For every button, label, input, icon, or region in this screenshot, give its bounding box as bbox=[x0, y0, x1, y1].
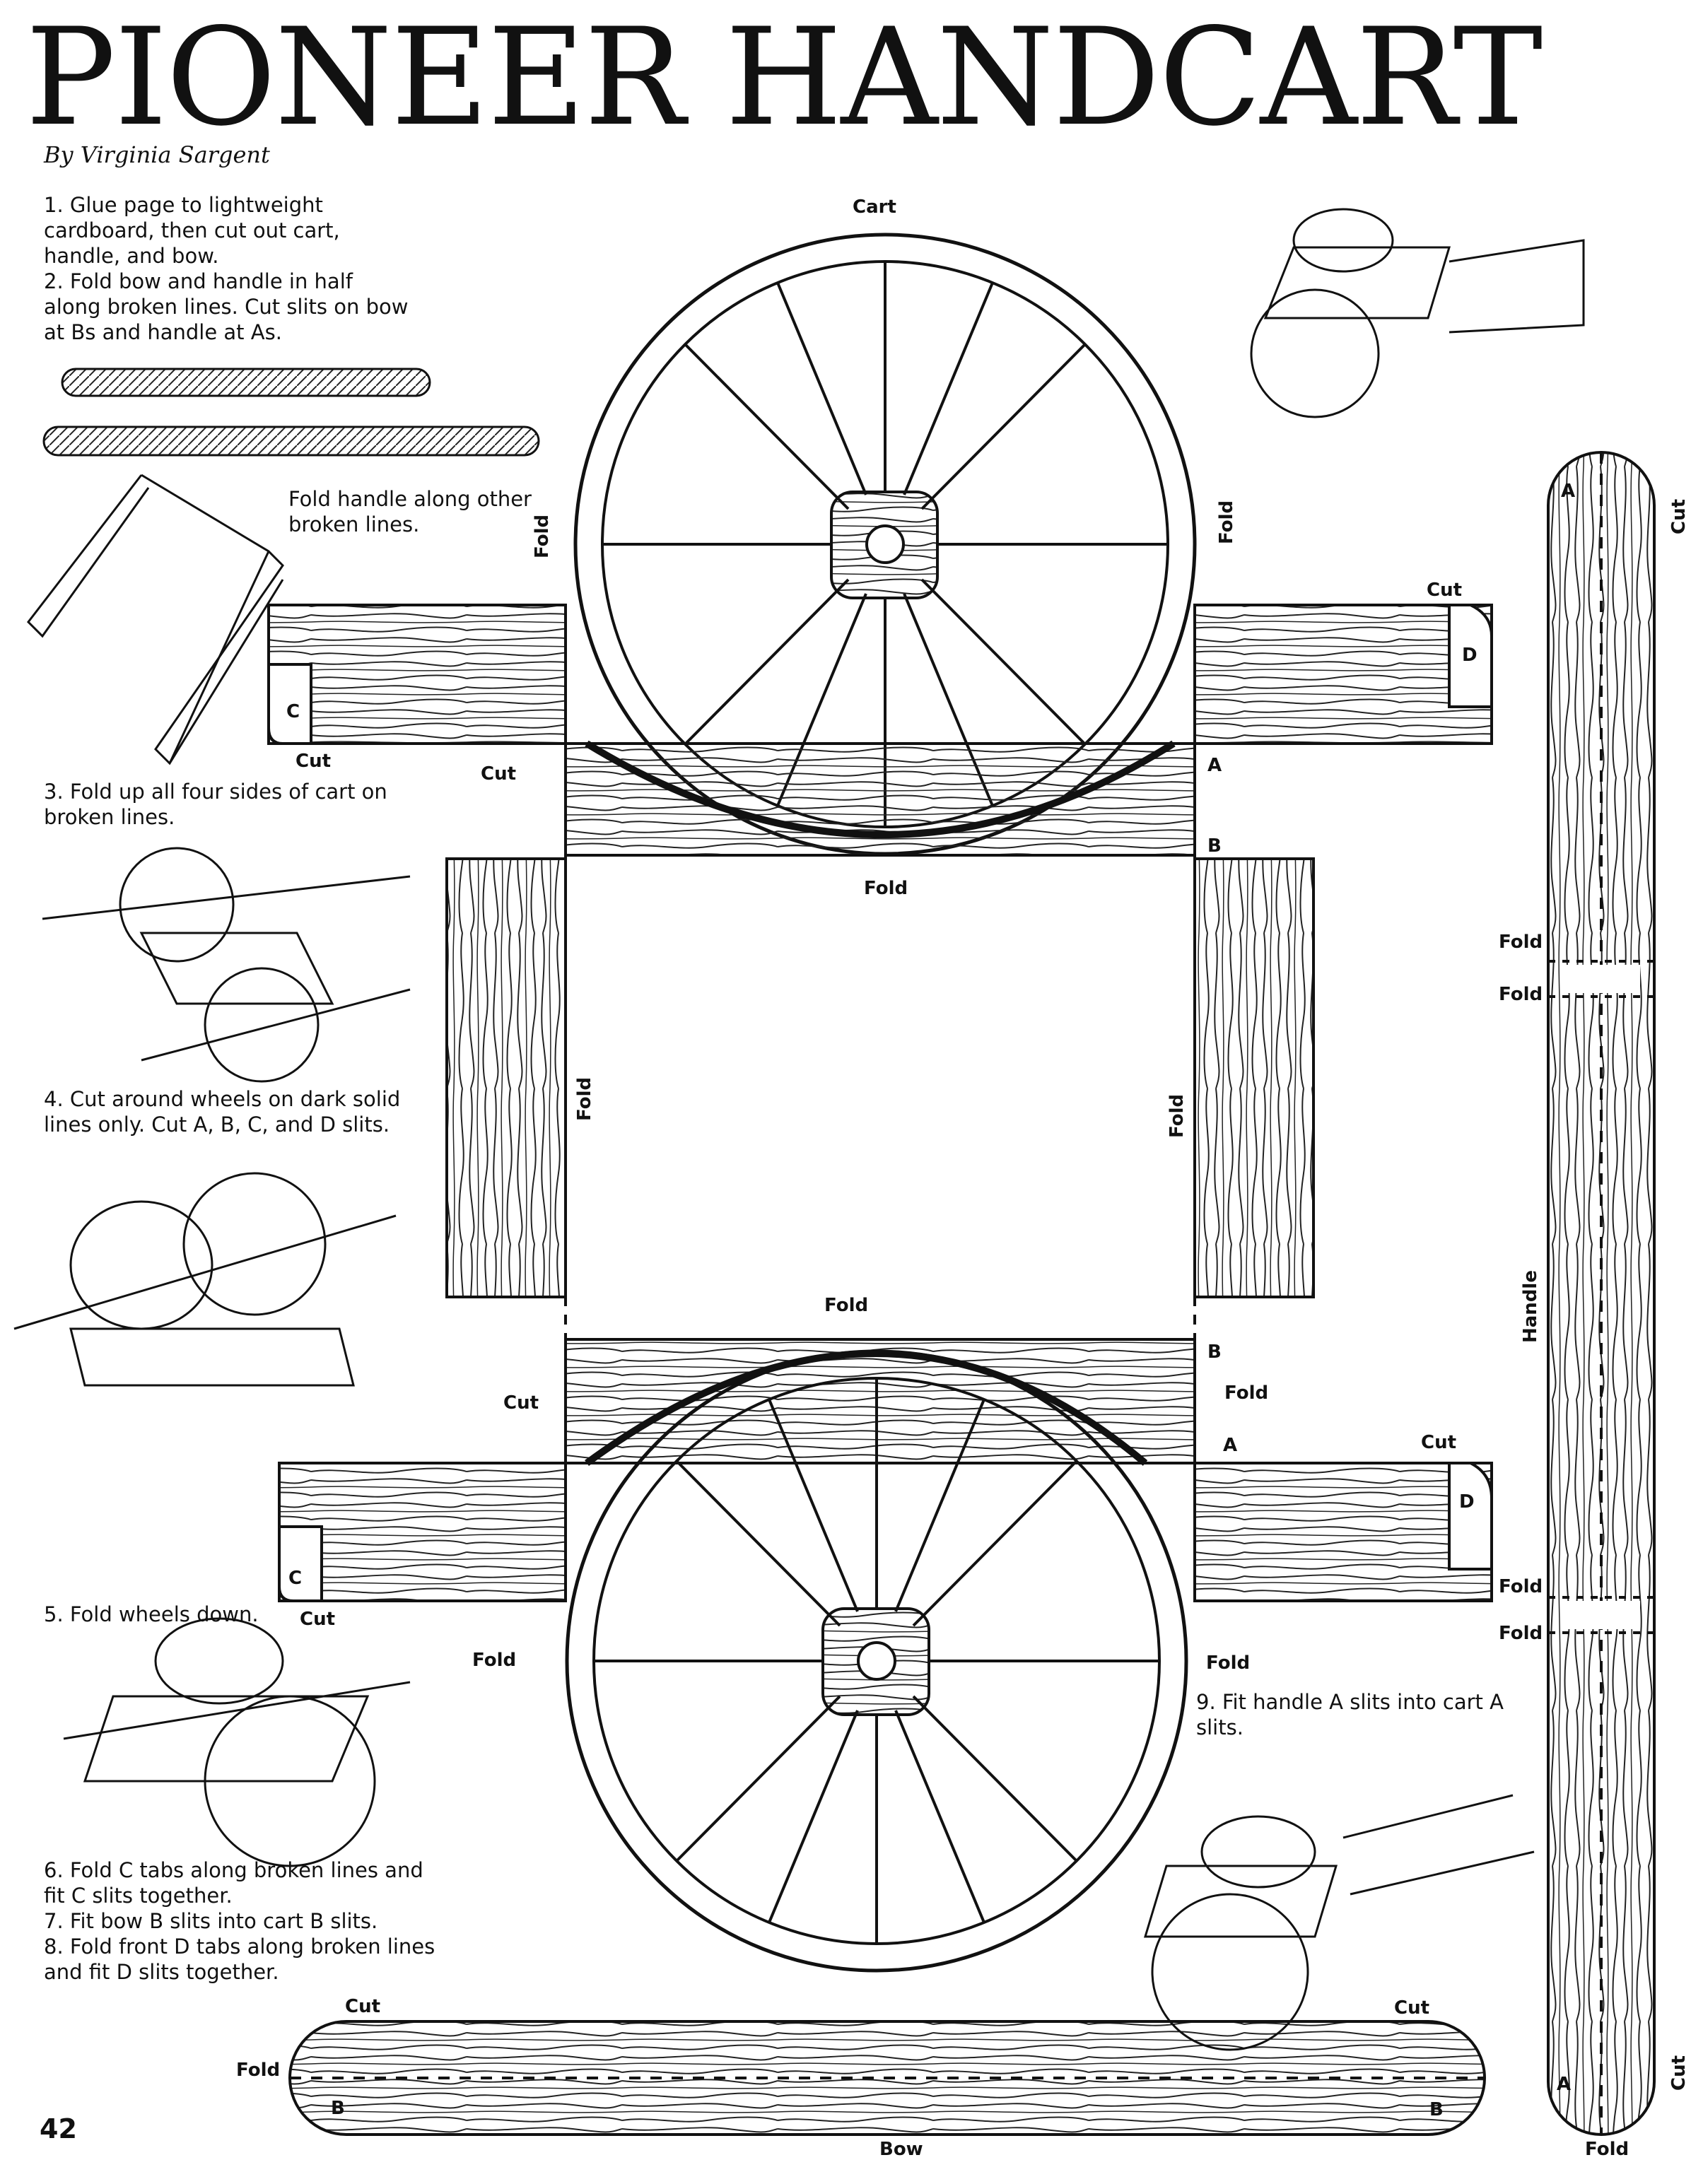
slit-d-2: D bbox=[1459, 1491, 1475, 1513]
step-5-sketch bbox=[63, 1617, 411, 1867]
instructions-step-1-2: 1. Glue page to lightweight cardboard, t… bbox=[44, 192, 411, 345]
slit-c-2: C bbox=[288, 1568, 303, 1589]
cart-side-left bbox=[445, 857, 567, 1298]
instructions-step-6-8: 6. Fold C tabs along broken lines and fi… bbox=[44, 1857, 440, 1985]
cut-label-8: Cut bbox=[1394, 1997, 1430, 2019]
cart-fold-lines bbox=[564, 854, 1196, 1341]
step-4: 4. Cut around wheels on dark solid lines… bbox=[44, 1087, 401, 1137]
slit-b-1: B bbox=[1207, 835, 1222, 857]
bow-diagram-top bbox=[42, 368, 540, 457]
step-2-note: Fold handle along other broken lines. bbox=[288, 487, 532, 536]
slit-b-3: B bbox=[331, 2098, 345, 2119]
cut-label-7: Cut bbox=[345, 1996, 381, 2017]
cut-label-2: Cut bbox=[296, 751, 332, 772]
fold-label-4: Fold bbox=[574, 1076, 595, 1121]
assembled-cart-sketch-top bbox=[1250, 208, 1585, 418]
cut-label-9: Cut bbox=[1668, 498, 1690, 534]
wheel-cut-line-top bbox=[585, 740, 1176, 838]
tabs bbox=[267, 604, 1493, 1602]
slit-a-3: A bbox=[1561, 481, 1576, 502]
fold-label-3: Fold bbox=[864, 878, 908, 899]
step-8: 8. Fold front D tabs along broken lines … bbox=[44, 1935, 435, 1984]
slit-d-1: D bbox=[1462, 645, 1478, 666]
cut-label-5: Cut bbox=[1421, 1432, 1457, 1453]
slit-a-1: A bbox=[1207, 755, 1222, 776]
slit-c-1: C bbox=[286, 701, 300, 722]
byline: By Virginia Sargent bbox=[44, 141, 270, 168]
step-3-sketch bbox=[42, 847, 411, 1083]
fold-label-9: Fold bbox=[1206, 1652, 1251, 1674]
fold-label-7: Fold bbox=[1224, 1382, 1269, 1404]
top-axle bbox=[267, 604, 1493, 745]
fold-label-12: Fold bbox=[1499, 1576, 1543, 1597]
step-9-sketch bbox=[1143, 1794, 1535, 2051]
wheel-cut-line-bottom bbox=[585, 1350, 1148, 1467]
cut-label-1: Cut bbox=[1427, 580, 1463, 601]
fold-label-8: Fold bbox=[472, 1650, 517, 1671]
step-9: 9. Fit handle A slits into cart A slits. bbox=[1196, 1690, 1504, 1739]
fold-label-6: Fold bbox=[824, 1295, 869, 1316]
step-4-sketch bbox=[13, 1172, 397, 1387]
bow-label: Bow bbox=[879, 2139, 923, 2160]
slit-a-4: A bbox=[1557, 2074, 1572, 2095]
bottom-axle bbox=[278, 1462, 1493, 1602]
cart-label: Cart bbox=[853, 196, 896, 218]
cut-label-6: Cut bbox=[300, 1609, 336, 1630]
slit-b-2: B bbox=[1207, 1341, 1222, 1363]
cut-label-4: Cut bbox=[503, 1392, 539, 1414]
step-6: 6. Fold C tabs along broken lines and fi… bbox=[44, 1858, 423, 1908]
handle-fold-diagram bbox=[27, 474, 284, 765]
cut-label-10: Cut bbox=[1668, 2055, 1690, 2091]
page-title: PIONEER HANDCART bbox=[25, 0, 1543, 155]
slit-b-4: B bbox=[1429, 2099, 1444, 2120]
fold-label-11: Fold bbox=[1499, 984, 1543, 1005]
fold-label-13: Fold bbox=[1499, 1623, 1543, 1644]
slit-a-2: A bbox=[1223, 1435, 1238, 1456]
fold-label-2: Fold bbox=[1216, 500, 1237, 544]
fold-label-10: Fold bbox=[1499, 932, 1543, 953]
step-1: 1. Glue page to lightweight cardboard, t… bbox=[44, 193, 340, 268]
cut-label-3: Cut bbox=[481, 763, 517, 785]
step-2: 2. Fold bow and handle in half along bro… bbox=[44, 269, 409, 344]
step-5: 5. Fold wheels down. bbox=[44, 1602, 259, 1626]
handle-label: Handle bbox=[1520, 1270, 1541, 1343]
page-number: 42 bbox=[40, 2113, 77, 2144]
bow-cutout bbox=[288, 2020, 1486, 2136]
cart-side-right bbox=[1193, 857, 1315, 1298]
step-7: 7. Fit bow B slits into cart B slits. bbox=[44, 1909, 378, 1933]
bottom-wheel bbox=[565, 1349, 1188, 1973]
fold-label-1: Fold bbox=[532, 514, 553, 558]
top-wheel bbox=[573, 233, 1197, 856]
cart-side-top bbox=[564, 742, 1196, 857]
step-3: 3. Fold up all four sides of cart on bro… bbox=[44, 780, 387, 829]
fold-label-5: Fold bbox=[1166, 1093, 1188, 1138]
fold-label-14: Fold bbox=[236, 2060, 281, 2081]
handle-cutout bbox=[1547, 451, 1656, 2136]
fold-label-15: Fold bbox=[1585, 2139, 1629, 2160]
